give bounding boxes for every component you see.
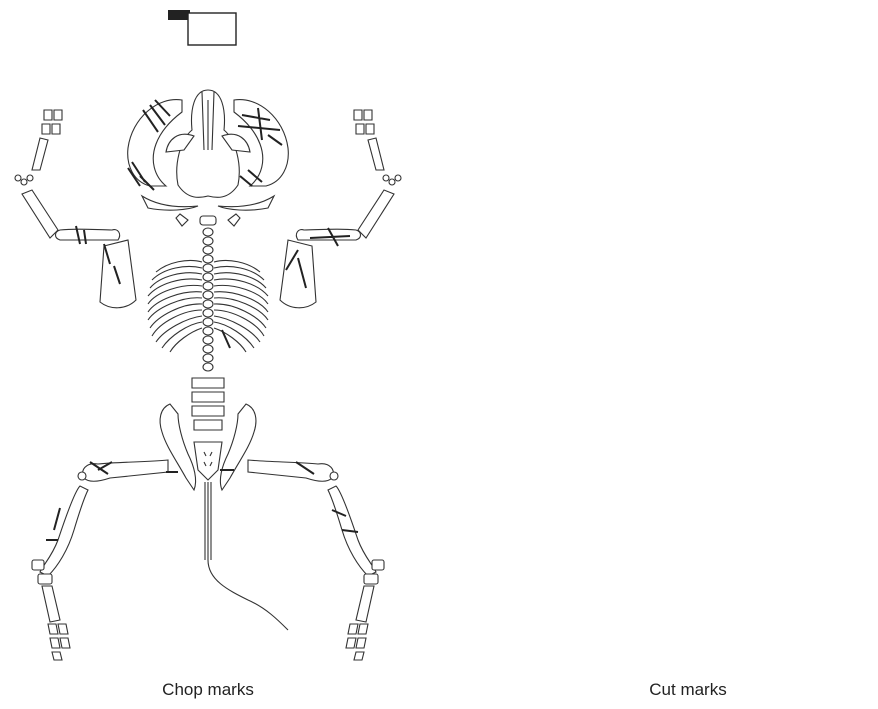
skeleton-chop xyxy=(15,90,401,660)
chop-marks-caption: Chop marks xyxy=(108,680,308,700)
cut-marks-caption: Cut marks xyxy=(588,680,788,700)
cleaver-icon xyxy=(168,10,236,45)
chop-panel xyxy=(15,10,401,660)
